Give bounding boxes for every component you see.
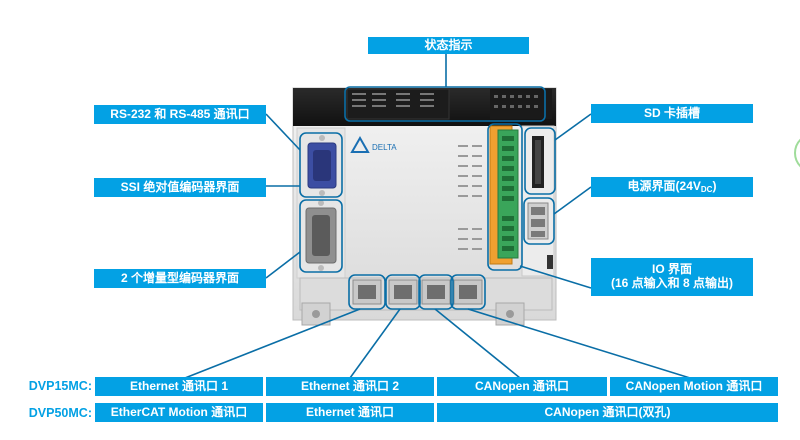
power-main-text: 电源界面(24V [627,178,701,193]
dvp50mc-cell-1: EtherCAT Motion 通讯口 [95,403,263,422]
dvp50mc-cell-1-text: EtherCAT Motion 通讯口 [110,404,248,419]
ssi-encoder-text: SSI 绝对值编码器界面 [120,179,240,194]
dvp15mc-cell-1-text: Ethernet 通讯口 1 [129,378,229,393]
sd-slot-label: SD 卡插槽 [591,104,753,123]
db15-port-icon [305,200,337,271]
db9-port-icon [307,135,337,196]
power-connector-icon [527,202,549,240]
controller-device: DELTA [292,87,557,326]
sd-slot-icon [532,136,544,188]
power-end-text: ) [712,178,717,193]
rs-port-label: RS-232 和 RS-485 通讯口 [94,105,266,124]
dvp15mc-cell-1: Ethernet 通讯口 1 [95,377,263,396]
status-led-panel [346,88,450,120]
brand-text: DELTA [372,143,397,152]
dvp50mc-cell-2: Ethernet 通讯口 [266,403,434,422]
incremental-encoder-text: 2 个增量型编码器界面 [120,270,239,285]
rj45-ports [352,279,483,305]
dvp50mc-cell-2-text: Ethernet 通讯口 [305,404,394,419]
power-subscript: DC [700,184,713,194]
row-model-dvp50mc: DVP50MC: [28,406,92,420]
status-indicator-label: 状态指示 [368,37,529,54]
io-terminal-block-icon [489,125,519,265]
ssi-encoder-label: SSI 绝对值编码器界面 [94,178,266,197]
dvp50mc-cell-3-text: CANopen 通讯口(双孔) [544,404,671,419]
sd-slot-text: SD 卡插槽 [643,105,700,120]
power-interface-label: 电源界面(24VDC) [591,177,753,197]
io-led-strip [490,89,552,119]
rs-port-text: RS-232 和 RS-485 通讯口 [110,106,250,121]
callout-lines [184,52,691,379]
rj45-port-icon [421,279,451,305]
incremental-encoder-label: 2 个增量型编码器界面 [94,269,266,288]
io-interface-label: IO 界面 (16 点输入和 8 点输出) [591,258,753,296]
rj45-port-icon [453,279,483,305]
dvp15mc-cell-2-text: Ethernet 通讯口 2 [300,378,400,393]
dvp15mc-cell-2: Ethernet 通讯口 2 [266,377,434,396]
row-model-dvp15mc: DVP15MC: [28,379,92,393]
dvp15mc-cell-3: CANopen 通讯口 [437,377,607,396]
rj45-port-icon [352,279,382,305]
terminal-marking-text [458,145,482,250]
dvp50mc-cell-3: CANopen 通讯口(双孔) [437,403,778,422]
dvp15mc-cell-4: CANopen Motion 通讯口 [610,377,778,396]
status-indicator-text: 状态指示 [424,37,473,52]
io-interface-title: IO 界面 [651,262,692,277]
delta-logo: DELTA [350,135,397,153]
dvp15mc-cell-3-text: CANopen 通讯口 [475,378,569,393]
dvp15mc-cell-4-text: CANopen Motion 通讯口 [625,378,763,393]
power-interface-text: 电源界面(24VDC) [627,178,717,194]
io-interface-detail: (16 点输入和 8 点输出) [610,276,734,290]
rj45-port-icon [388,279,418,305]
